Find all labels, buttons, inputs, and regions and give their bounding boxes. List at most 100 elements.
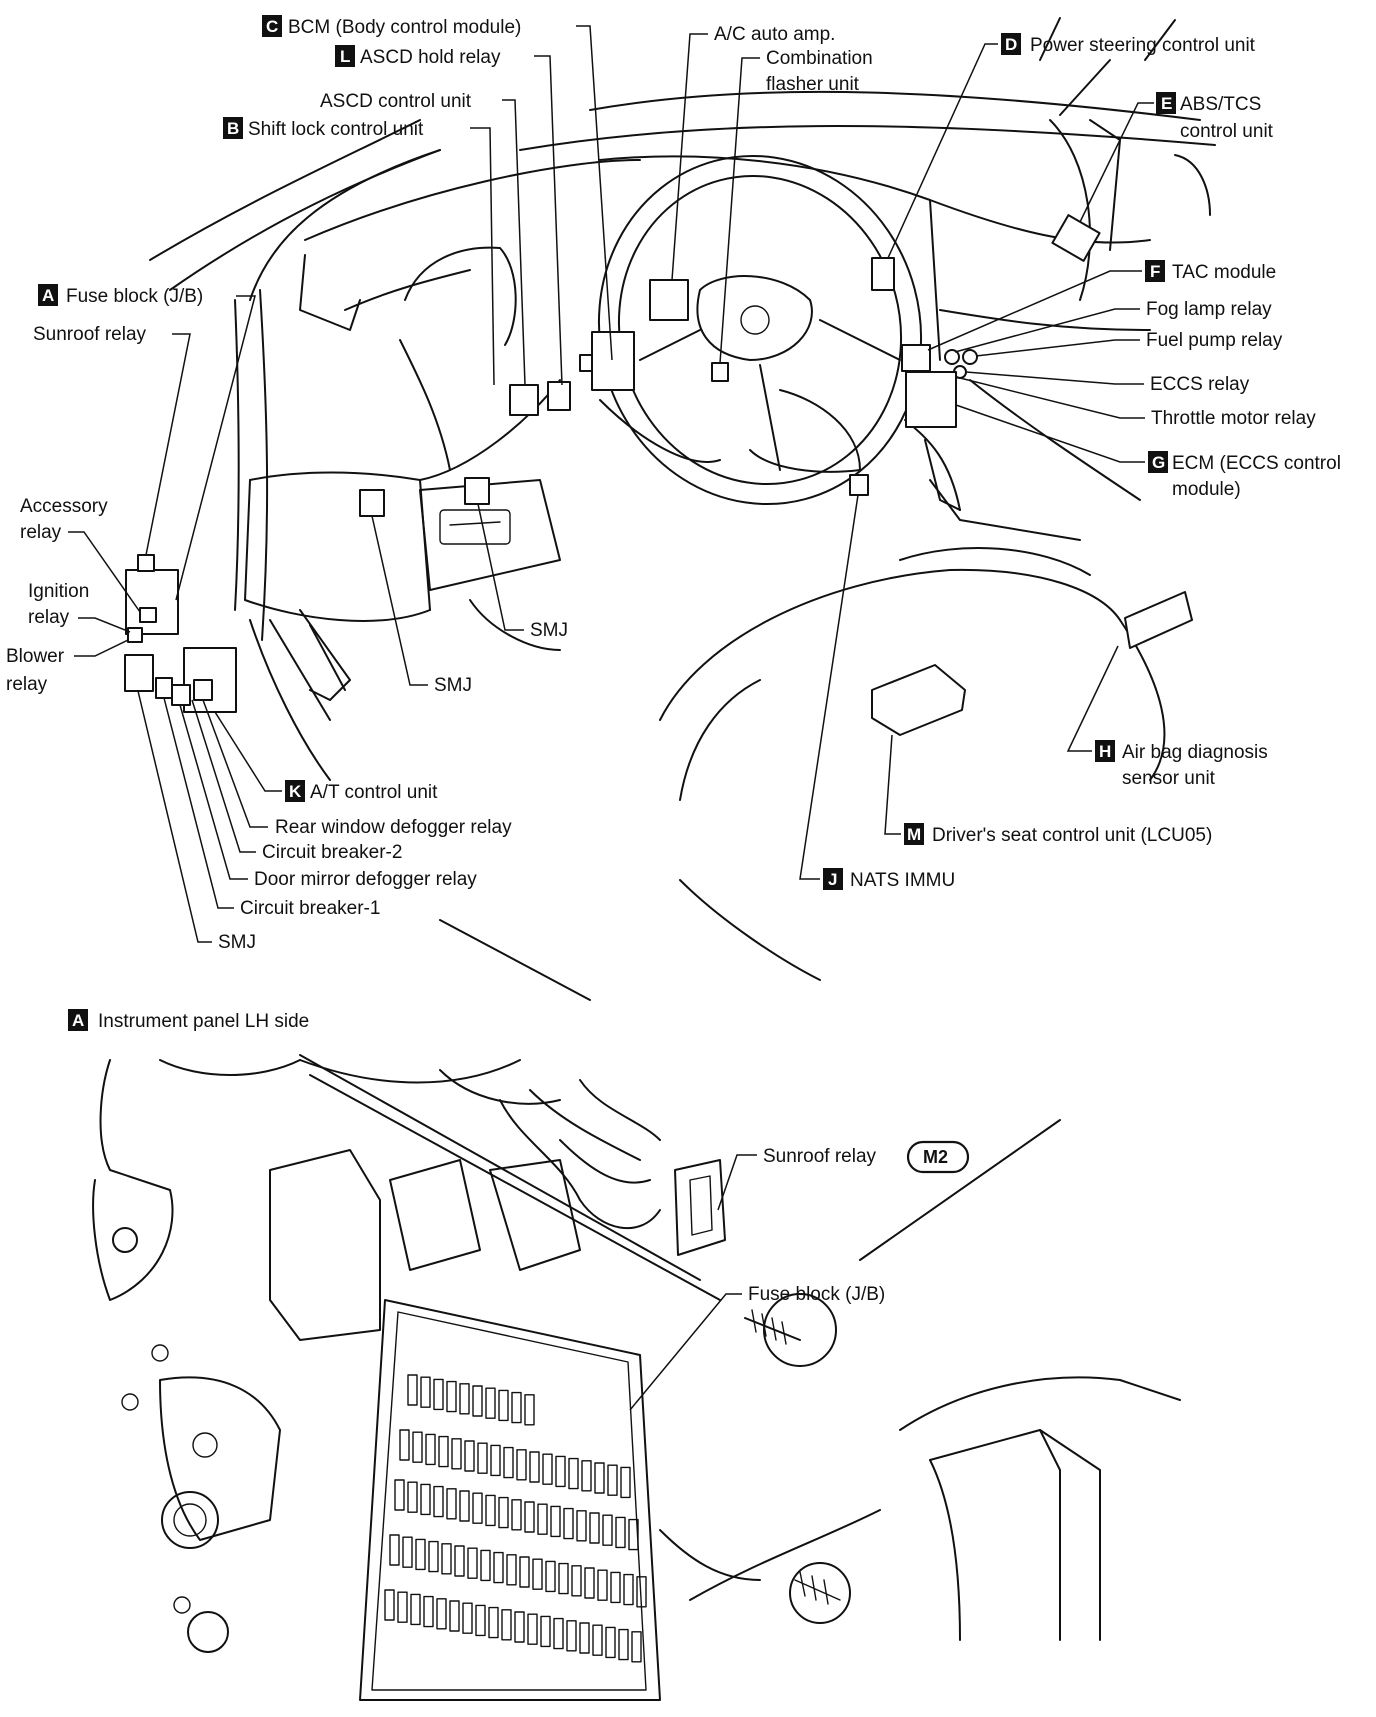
fog-lamp-relay-label: Fog lamp relay [1146, 299, 1272, 320]
callout-power-steering: D Power steering control unit [887, 33, 1256, 259]
fuse-slot [464, 1440, 475, 1472]
ascd-hold-relay-part [547, 381, 571, 411]
callouts-upper: C BCM (Body control module) L ASCD hold … [6, 15, 1341, 953]
ignition-relay-label-1: Ignition [28, 581, 89, 602]
blower-relay-label-2: relay [6, 674, 48, 695]
fuse-slot [581, 1460, 592, 1492]
fuse-slot [555, 1455, 566, 1488]
fuel-pump-relay-part [962, 349, 978, 365]
fuse-slot [441, 1543, 452, 1575]
callout-fuel-pump-relay: Fuel pump relay [975, 330, 1283, 357]
airbag-label-2: sensor unit [1122, 768, 1216, 789]
fuse-slot [459, 1490, 470, 1522]
callout-ac-auto-amp: A/C auto amp. [671, 24, 835, 281]
fuse-slot [506, 1554, 517, 1586]
abs-tcs-unit-part [1051, 214, 1101, 262]
callout-fuse-block: A Fuse block (J/B) [38, 284, 256, 601]
at-control-label: A/T control unit [310, 782, 438, 803]
fog-lamp-relay-part [944, 349, 960, 365]
fuse-slot [462, 1602, 473, 1634]
circuit-breaker-1-part [155, 677, 173, 699]
breaker-2-label: Circuit breaker-2 [262, 842, 402, 863]
callout-breaker-2: Circuit breaker-2 [191, 699, 402, 863]
ascd-hold-label: ASCD hold relay [360, 47, 501, 68]
fuse-slot [477, 1442, 488, 1474]
rear-defogger-relay-part [193, 679, 213, 701]
badge-a-detail [68, 1009, 88, 1031]
fuse-slot [407, 1481, 418, 1513]
fuse-slot [545, 1560, 556, 1593]
fuse-slot [467, 1547, 478, 1579]
badge-m-letter: M [907, 825, 921, 844]
ecm-label-1: ECM (ECCS control [1172, 453, 1341, 474]
callout-fuse-block-detail: Fuse block (J/B) [629, 1284, 885, 1411]
badge-f-letter: F [1150, 262, 1160, 281]
fuse-slot [397, 1591, 408, 1623]
callout-throttle-motor-relay: Throttle motor relay [959, 377, 1316, 429]
fuse-slot [399, 1429, 410, 1461]
badge-c [262, 15, 282, 37]
fuse-slot [410, 1593, 421, 1626]
fuse-slot [415, 1538, 426, 1571]
blower-relay-part [124, 654, 154, 692]
fuse-slot [384, 1589, 395, 1621]
fuse-slot [488, 1606, 499, 1639]
fuse-slot [454, 1545, 465, 1577]
power-steering-label: Power steering control unit [1030, 35, 1256, 56]
fuse-slot [558, 1562, 569, 1595]
badge-l-letter: L [340, 47, 350, 66]
abs-tcs-label-1: ABS/TCS [1180, 94, 1261, 115]
fuse-slot [436, 1598, 447, 1630]
fuse-slot [428, 1540, 439, 1573]
ecm-label-2: module) [1172, 479, 1241, 500]
smj-lower-label: SMJ [218, 932, 256, 953]
fuse-slot [563, 1507, 574, 1540]
fuse-grid [384, 1374, 647, 1663]
fuse-slot [594, 1462, 605, 1494]
fuse-slot [446, 1380, 457, 1413]
fuse-slot [451, 1438, 462, 1470]
door-mirror-relay-part [171, 684, 191, 706]
fuse-slot [553, 1617, 564, 1650]
fuse-slot [527, 1613, 538, 1645]
fuse-slot [618, 1628, 629, 1661]
combination-flasher-label-1: Combination [766, 48, 873, 69]
badge-k-letter: K [289, 782, 302, 801]
fuse-slot [540, 1615, 551, 1648]
badge-g-letter: G [1152, 453, 1165, 472]
callout-accessory-relay: Accessory relay [20, 496, 141, 613]
fuse-slot [514, 1611, 525, 1643]
fuse-slot [480, 1549, 491, 1582]
detail-title-label: Instrument panel LH side [98, 1011, 309, 1032]
callout-mirror-defogger: Door mirror defogger relay [179, 704, 477, 890]
fuse-slot [472, 1385, 483, 1417]
fuse-slot [420, 1483, 431, 1516]
badge-k [285, 780, 305, 802]
badge-g [1148, 451, 1168, 473]
fuse-slot [423, 1595, 434, 1628]
fuse-slot [636, 1576, 647, 1608]
combination-flasher-part [711, 362, 729, 382]
instrument-panel-illustration [92, 1054, 1181, 1701]
nats-immu-part [849, 474, 869, 496]
callout-fog-lamp-relay: Fog lamp relay [954, 299, 1272, 353]
fuse-slot [579, 1622, 590, 1654]
fuel-pump-relay-label: Fuel pump relay [1146, 330, 1283, 351]
fuse-slot [446, 1488, 457, 1520]
nats-label: NATS IMMU [850, 870, 955, 891]
badge-m [904, 823, 924, 845]
fuse-slot [532, 1558, 543, 1590]
badge-b [223, 117, 243, 139]
badge-j [823, 868, 843, 890]
rear-defogger-label: Rear window defogger relay [275, 817, 512, 838]
fuse-slot [519, 1556, 530, 1588]
fuse-slot [566, 1620, 577, 1652]
badge-h [1095, 740, 1115, 762]
combination-flasher-label-2: flasher unit [766, 74, 860, 95]
fuse-slot [597, 1569, 608, 1601]
badge-b-letter: B [227, 119, 239, 138]
callout-drivers-seat: M Driver's seat control unit (LCU05) [884, 734, 1212, 846]
fuse-slot [631, 1631, 642, 1663]
fuse-slot [542, 1453, 553, 1485]
accessory-relay-label-2: relay [20, 522, 62, 543]
